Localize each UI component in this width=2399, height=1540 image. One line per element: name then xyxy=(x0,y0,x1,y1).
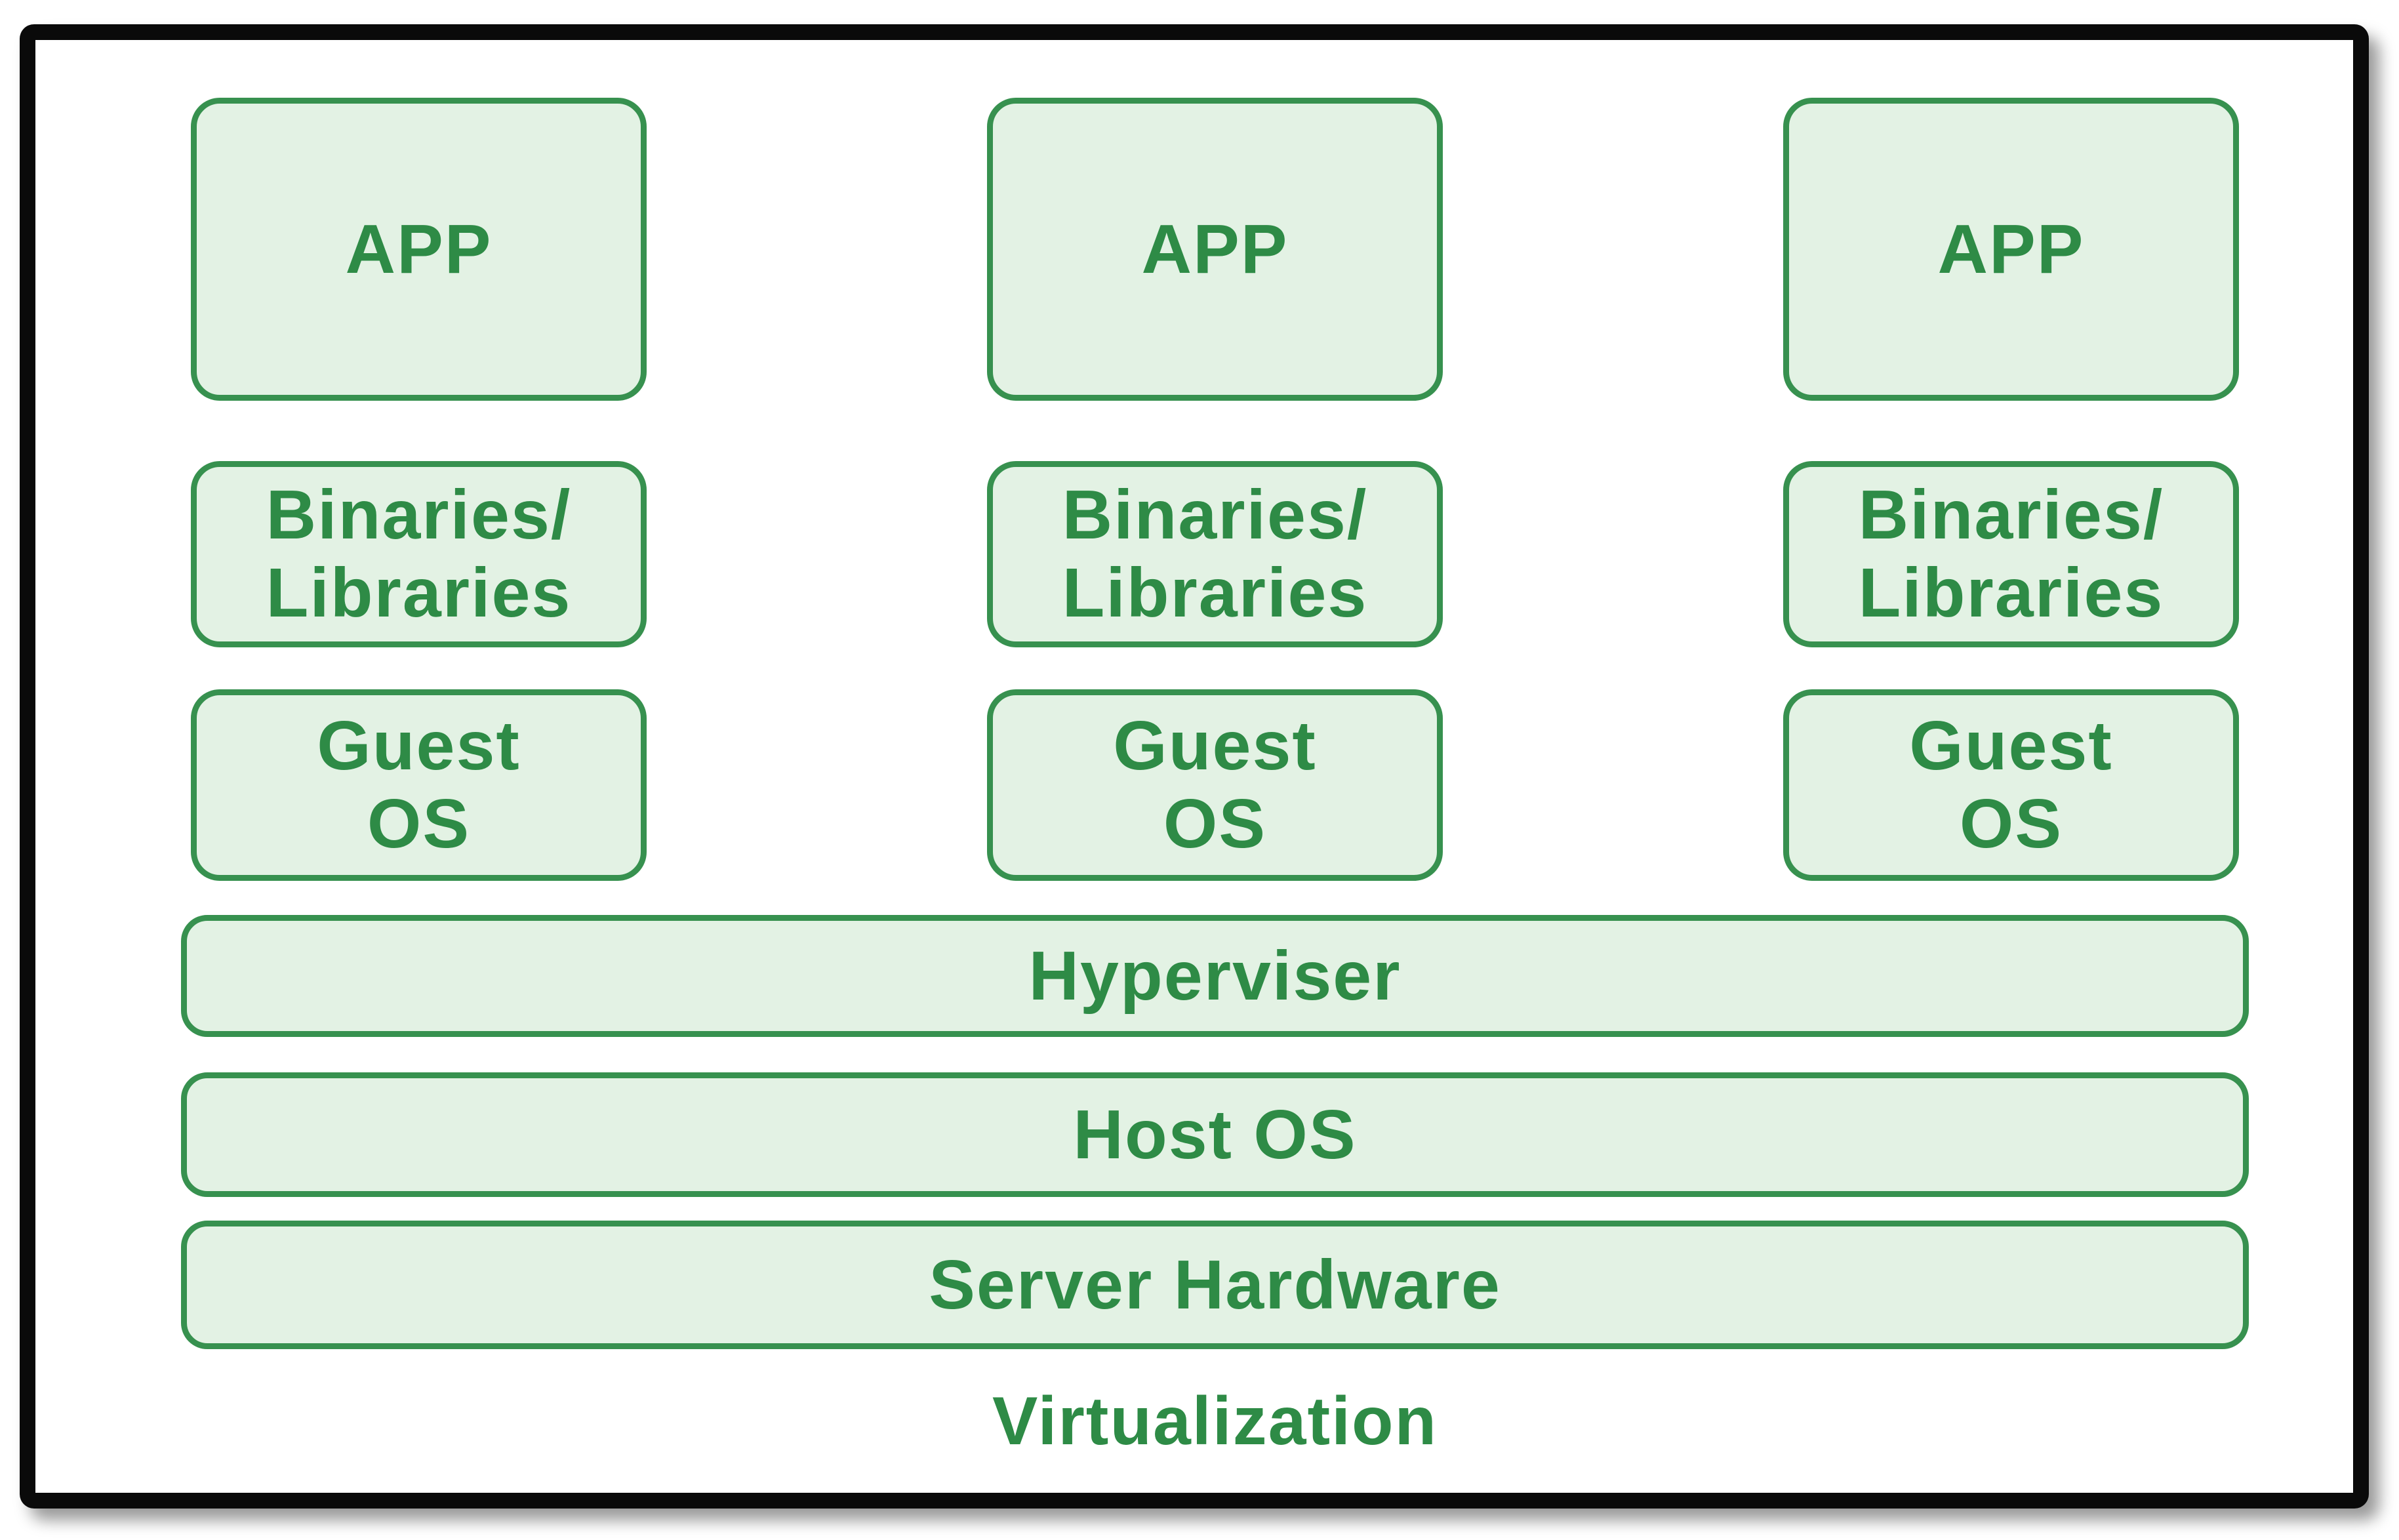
hypervisor-bar: Hyperviser xyxy=(181,915,2249,1037)
server-hardware-bar: Server Hardware xyxy=(181,1221,2249,1349)
binaries-label-line1: Binaries/ xyxy=(1062,476,1368,554)
guest-os-label: Guest OS xyxy=(317,707,520,862)
diagram-caption: Virtualization xyxy=(992,1383,1438,1459)
app-label: APP xyxy=(1937,210,2085,288)
app-row: APP APP APP xyxy=(181,98,2249,401)
guest-os-box: Guest OS xyxy=(1783,689,2239,881)
binaries-box: Binaries/ Libraries xyxy=(1783,461,2239,647)
hypervisor-label: Hyperviser xyxy=(1028,937,1401,1015)
guest-os-label: Guest OS xyxy=(1909,707,2112,862)
binaries-box: Binaries/ Libraries xyxy=(987,461,1443,647)
guest-os-label-line1: Guest xyxy=(1909,707,2113,785)
app-box: APP xyxy=(1783,98,2239,401)
host-os-label: Host OS xyxy=(1073,1095,1357,1173)
binaries-label: Binaries/ Libraries xyxy=(1859,476,2164,632)
app-label: APP xyxy=(345,210,493,288)
guest-os-label: Guest OS xyxy=(1113,707,1316,862)
guest-os-box: Guest OS xyxy=(191,689,647,881)
guest-os-row: Guest OS Guest OS Guest OS xyxy=(181,689,2249,881)
binaries-label-line1: Binaries/ xyxy=(266,476,572,554)
outer-frame: APP APP APP Binaries/ Libraries xyxy=(20,24,2369,1509)
binaries-label-line1: Binaries/ xyxy=(1858,476,2164,554)
server-hardware-label: Server Hardware xyxy=(929,1246,1501,1324)
guest-os-label-line1: Guest xyxy=(317,707,521,785)
app-label: APP xyxy=(1141,210,1289,288)
guest-os-label-line2: OS xyxy=(367,785,471,862)
host-os-bar: Host OS xyxy=(181,1072,2249,1197)
guest-os-label-line2: OS xyxy=(1163,785,1267,862)
app-box: APP xyxy=(191,98,647,401)
binaries-row: Binaries/ Libraries Binaries/ Libraries … xyxy=(181,461,2249,647)
guest-os-box: Guest OS xyxy=(987,689,1443,881)
binaries-box: Binaries/ Libraries xyxy=(191,461,647,647)
binaries-label-line2: Libraries xyxy=(1858,554,2164,632)
binaries-label-line2: Libraries xyxy=(266,554,572,632)
binaries-label: Binaries/ Libraries xyxy=(266,476,572,632)
guest-os-label-line1: Guest xyxy=(1113,707,1317,785)
guest-os-label-line2: OS xyxy=(1959,785,2063,862)
architecture-stack: APP APP APP Binaries/ Libraries xyxy=(181,98,2249,1461)
binaries-label: Binaries/ Libraries xyxy=(1062,476,1368,632)
app-box: APP xyxy=(987,98,1443,401)
binaries-label-line2: Libraries xyxy=(1062,554,1368,632)
